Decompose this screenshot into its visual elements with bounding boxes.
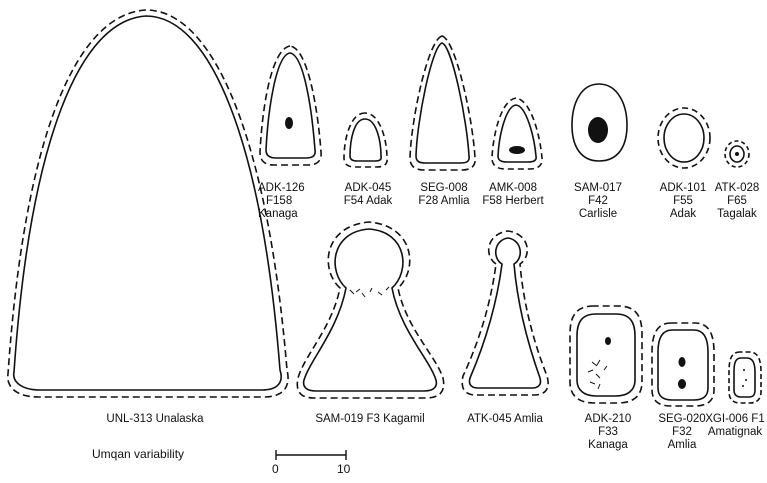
- umqan-outline-seg-020: [652, 323, 714, 406]
- umqan-outline-sam-019: [297, 222, 443, 398]
- scale-bar-start-label: 0: [272, 462, 279, 476]
- scale-bar-end-label: 10: [337, 462, 350, 476]
- umqan-outline-adk-045: [344, 113, 387, 167]
- label-unl-313: UNL-313 Unalaska: [100, 413, 210, 426]
- umqan-outline-adk-101: [658, 108, 710, 168]
- umqan-outline-seg-008: [410, 36, 475, 170]
- umqan-outline-xgi-006: [729, 352, 761, 403]
- umqan-outline-adk-210: [570, 306, 642, 403]
- label-atk-045: ATK-045 Amlia: [455, 413, 555, 426]
- figure-caption: Umqan variability: [92, 447, 184, 461]
- umqan-outline-sam-017: [572, 84, 627, 161]
- umqan-outline-atk-028: [725, 141, 749, 167]
- umqan-outline-adk-126: [260, 46, 321, 165]
- umqan-outline-atk-045: [462, 231, 548, 395]
- umqan-outline-unl-313: [8, 10, 288, 397]
- umqan-outline-amk-008: [492, 98, 542, 169]
- label-sam-019: SAM-019 F3 Kagamil: [305, 413, 435, 426]
- scale-bar: [276, 450, 346, 460]
